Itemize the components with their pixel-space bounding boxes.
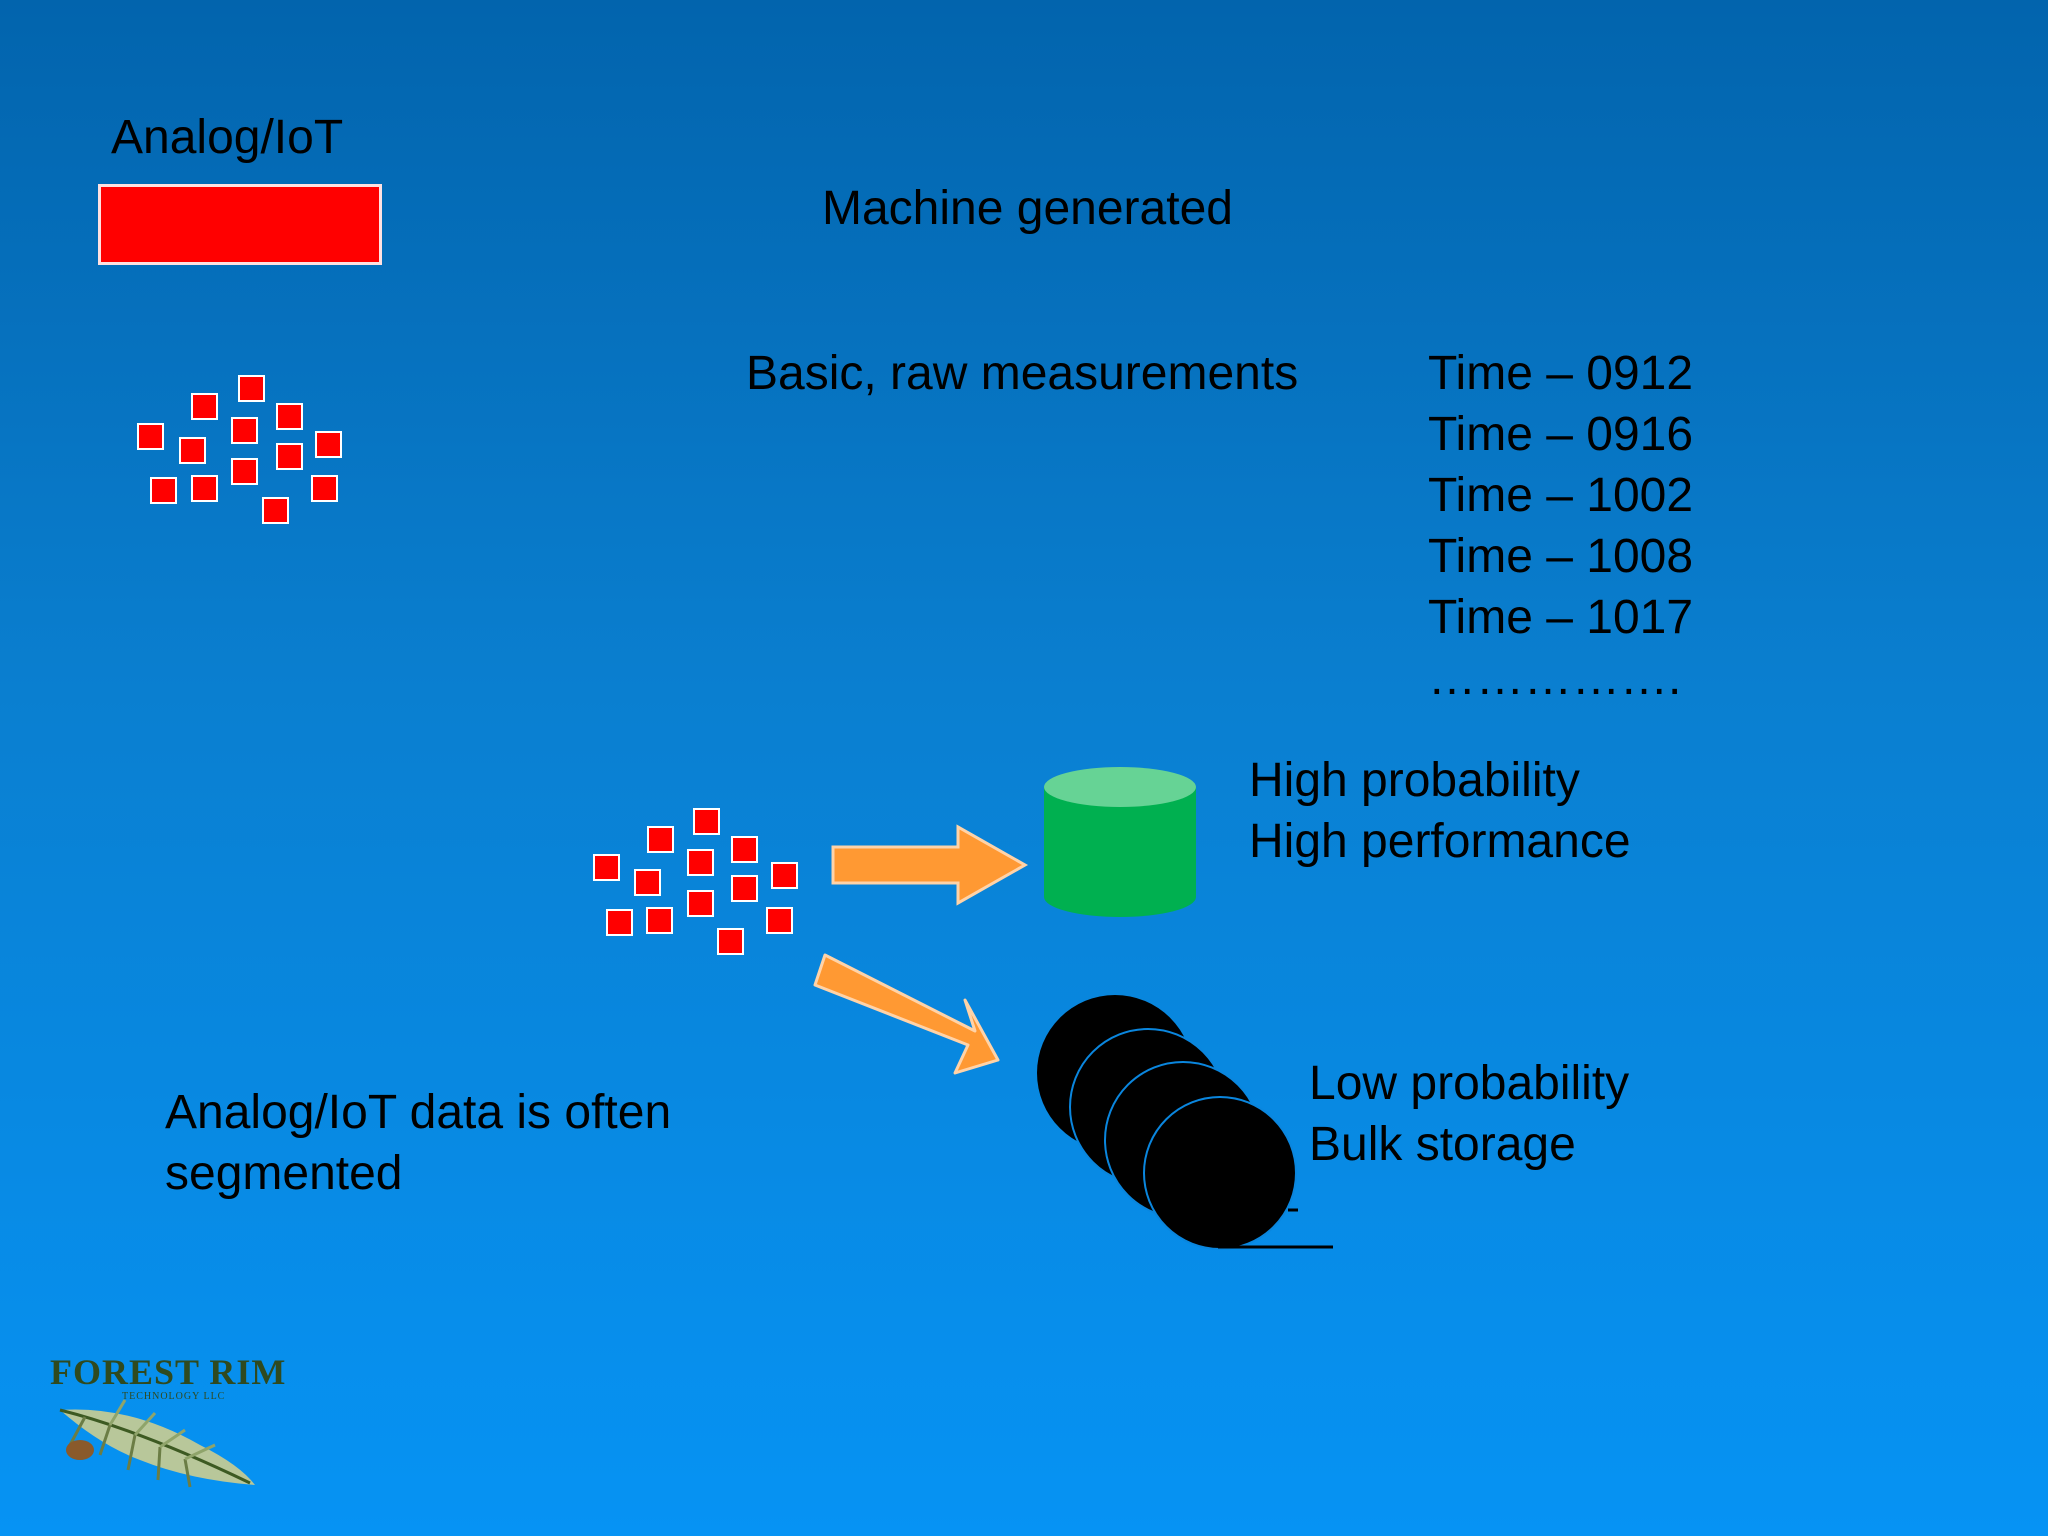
red-square-icon	[731, 836, 758, 863]
green-cylinder-icon	[1044, 767, 1196, 917]
black-circles-icon	[1037, 995, 1333, 1250]
high-probability-label: High probability	[1249, 754, 1580, 807]
logo-name: FOREST RIM	[50, 1352, 287, 1392]
red-square-icon	[593, 854, 620, 881]
red-square-icon	[687, 849, 714, 876]
machine-generated-label: Machine generated	[822, 182, 1233, 235]
red-square-icon	[771, 862, 798, 889]
time-entry: Time – 0916	[1428, 408, 1694, 461]
red-square-icon	[191, 475, 218, 502]
red-square-icon	[231, 458, 258, 485]
red-square-icon	[238, 375, 265, 402]
red-square-icon	[191, 393, 218, 420]
time-entry: Time – 1017	[1428, 591, 1694, 644]
red-square-icon	[606, 909, 633, 936]
red-square-icon	[276, 443, 303, 470]
segmented-text-line1: Analog/IoT data is often	[165, 1086, 672, 1139]
red-square-icon	[137, 423, 164, 450]
red-square-icon	[634, 869, 661, 896]
red-square-icon	[693, 808, 720, 835]
red-square-icon	[179, 437, 206, 464]
red-squares-cluster-icon	[0, 0, 400, 540]
orange-arrow-icon	[813, 953, 1000, 1075]
red-square-icon	[315, 431, 342, 458]
time-entry: Time – 0912	[1428, 347, 1694, 400]
red-square-icon	[262, 497, 289, 524]
logo-tagline: TECHNOLOGY LLC	[122, 1391, 226, 1402]
red-square-icon	[231, 417, 258, 444]
time-entry: Time – 1008	[1428, 530, 1694, 583]
time-list: Time – 0912 Time – 0916 Time – 1002 Time…	[1428, 343, 1693, 709]
high-performance-label: High performance	[1249, 815, 1631, 868]
red-square-icon	[150, 477, 177, 504]
forest-rim-logo: FOREST RIM TECHNOLOGY LLC	[40, 1345, 290, 1500]
red-square-icon	[276, 403, 303, 430]
red-bar-icon	[98, 184, 382, 265]
red-square-icon	[311, 475, 338, 502]
red-square-icon	[731, 875, 758, 902]
red-square-icon	[687, 890, 714, 917]
red-square-icon	[646, 907, 673, 934]
red-square-icon	[647, 826, 674, 853]
time-entry: Time – 1002	[1428, 469, 1694, 522]
red-square-icon	[766, 907, 793, 934]
palm-leaf-icon	[59, 1399, 255, 1488]
orange-arrow-icon	[831, 824, 1029, 906]
bulk-storage-label: Bulk storage	[1309, 1118, 1576, 1171]
segmented-text-line2: segmented	[165, 1147, 403, 1200]
red-square-icon	[717, 928, 744, 955]
analog-iot-label: Analog/IoT	[111, 111, 344, 164]
red-squares-cluster-icon	[560, 790, 820, 970]
low-probability-label: Low probability	[1309, 1057, 1630, 1110]
basic-raw-label: Basic, raw measurements	[746, 347, 1299, 400]
time-dots: …………….	[1428, 652, 1682, 705]
